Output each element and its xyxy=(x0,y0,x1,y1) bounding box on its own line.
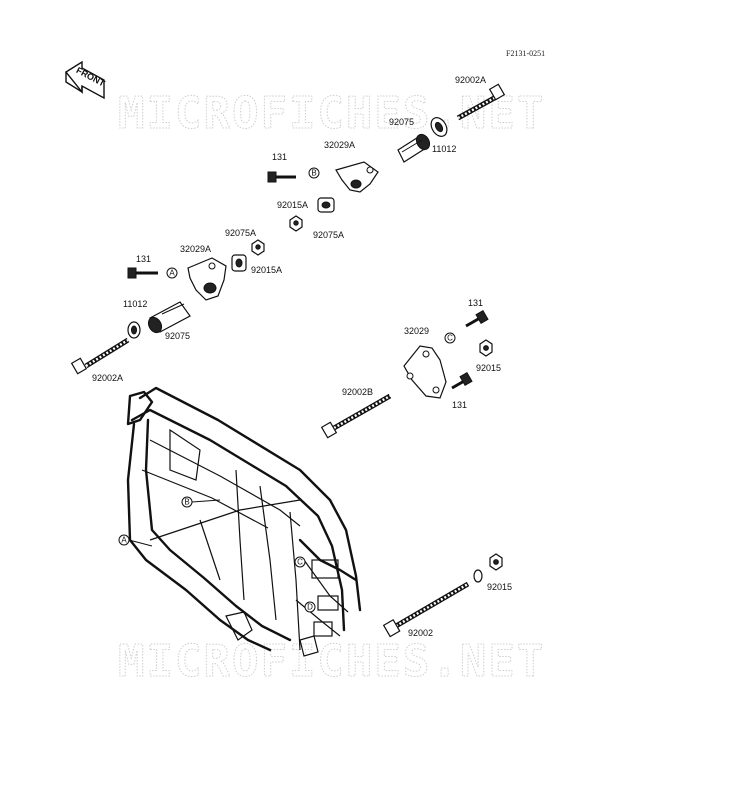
marker-a-left xyxy=(166,267,178,279)
marker-a-frame-text: A xyxy=(121,536,127,545)
front-arrow-icon: FRONT xyxy=(64,60,107,100)
frame-mount-plate xyxy=(311,559,339,579)
marker-c-frame-text: C xyxy=(297,558,303,567)
bushing-92075-left xyxy=(147,301,191,334)
motorcycle-frame xyxy=(126,386,362,657)
bracket-32029-right xyxy=(403,345,447,399)
label-32029a-left: 32029A xyxy=(180,244,211,254)
bolt-92002 xyxy=(382,581,470,638)
bolt-131-top xyxy=(267,171,296,183)
marker-b-frame-text: B xyxy=(184,498,189,507)
label-92015-bottom: 92015 xyxy=(487,582,512,592)
label-32029-right: 32029 xyxy=(404,326,429,336)
marker-b-top xyxy=(308,167,320,179)
label-131-top: 131 xyxy=(272,152,287,162)
label-92075a-top: 92075A xyxy=(313,230,344,240)
label-32029a-top: 32029A xyxy=(324,140,355,150)
bushing-92075-top xyxy=(397,133,431,163)
nut-92015a-top xyxy=(289,215,303,232)
marker-b-top-text: B xyxy=(311,169,316,178)
nut-92015-right xyxy=(479,339,493,357)
label-92075-left: 92075 xyxy=(165,331,190,341)
bolt-131-left xyxy=(127,267,158,279)
label-131-right-top: 131 xyxy=(468,298,483,308)
label-131-left: 131 xyxy=(136,254,151,264)
bracket-32029a-top xyxy=(335,161,379,193)
diagram-code: F2131-0251 xyxy=(506,49,545,58)
nut-92015-bottom xyxy=(489,553,503,571)
label-92075a-left: 92075A xyxy=(225,228,256,238)
label-92002: 92002 xyxy=(408,628,433,638)
label-92002b: 92002B xyxy=(342,387,373,397)
label-92002a-top: 92002A xyxy=(455,75,486,85)
marker-c-frame xyxy=(294,556,306,568)
washer-bottom xyxy=(473,569,483,583)
marker-c-right xyxy=(444,332,456,344)
bracket-32029a-left xyxy=(187,257,227,301)
marker-b-frame xyxy=(181,496,193,508)
marker-a-left-text: A xyxy=(169,269,175,278)
collar-92075a-top xyxy=(317,197,335,213)
marker-c-right-text: C xyxy=(447,334,453,343)
label-131-right-bottom: 131 xyxy=(452,400,467,410)
marker-d-frame xyxy=(304,601,316,613)
collar-92075a-left xyxy=(231,254,247,272)
label-92015a-top: 92015A xyxy=(277,200,308,210)
bolt-131-right-top xyxy=(465,309,489,328)
bolt-131-right-bottom xyxy=(451,371,473,390)
bolt-92002a-top xyxy=(456,83,506,121)
bolt-92002b xyxy=(320,393,392,439)
label-92015-right: 92015 xyxy=(476,363,501,373)
bolt-92002a-left xyxy=(70,337,130,375)
marker-a-frame xyxy=(118,534,130,546)
label-92015a-left: 92015A xyxy=(251,265,282,275)
label-11012-top: 11012 xyxy=(432,144,456,154)
label-92002a-left: 92002A xyxy=(92,373,123,383)
label-11012-left: 11012 xyxy=(123,299,147,309)
marker-d-frame-text: D xyxy=(307,603,313,612)
nut-92015a-left xyxy=(251,239,265,256)
watermark-top: MICROFICHES.NET xyxy=(118,88,545,139)
watermark-bottom: MICROFICHES.NET xyxy=(118,636,545,687)
label-92075-top: 92075 xyxy=(389,117,414,127)
